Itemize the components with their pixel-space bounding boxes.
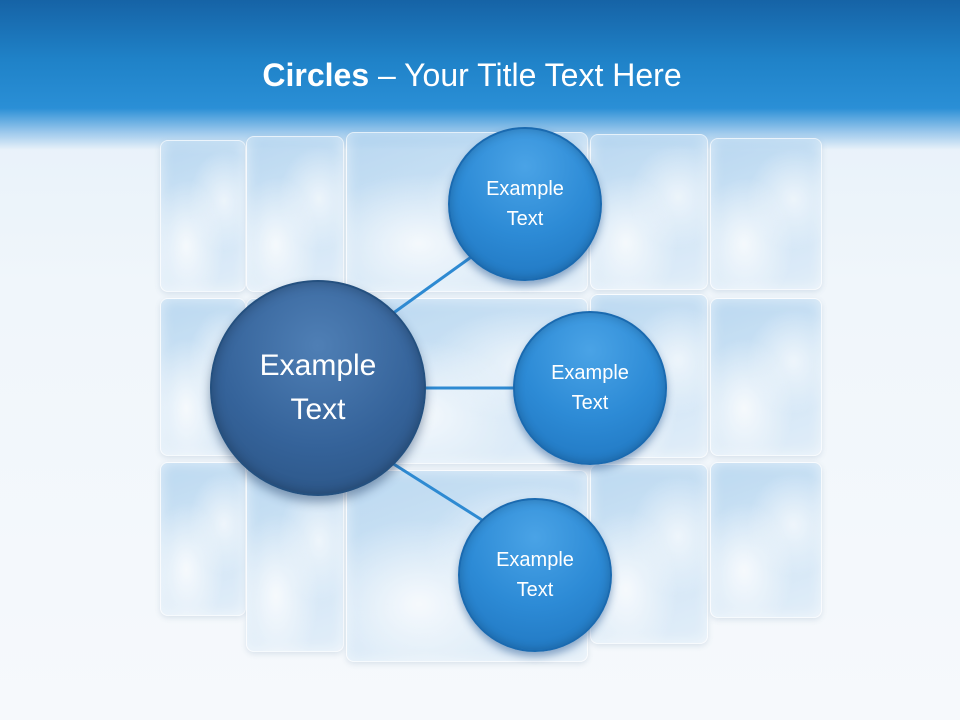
center-circle-line2: Text bbox=[260, 388, 377, 432]
satellite-circle-line2: Text bbox=[486, 204, 564, 234]
satellite-circle-top: Example Text bbox=[448, 127, 602, 281]
connector-line-bottom bbox=[392, 463, 482, 520]
satellite-circle-line1: Example bbox=[496, 545, 574, 575]
satellite-circle-line1: Example bbox=[486, 174, 564, 204]
satellite-circle-middle: Example Text bbox=[513, 311, 667, 465]
satellite-circle-line1: Example bbox=[551, 358, 629, 388]
satellite-circle-bottom: Example Text bbox=[458, 498, 612, 652]
center-circle: Example Text bbox=[210, 280, 426, 496]
connector-line-top bbox=[392, 255, 474, 314]
satellite-circle-line2: Text bbox=[551, 388, 629, 418]
center-circle-line1: Example bbox=[260, 344, 377, 388]
satellite-circle-line2: Text bbox=[496, 575, 574, 605]
